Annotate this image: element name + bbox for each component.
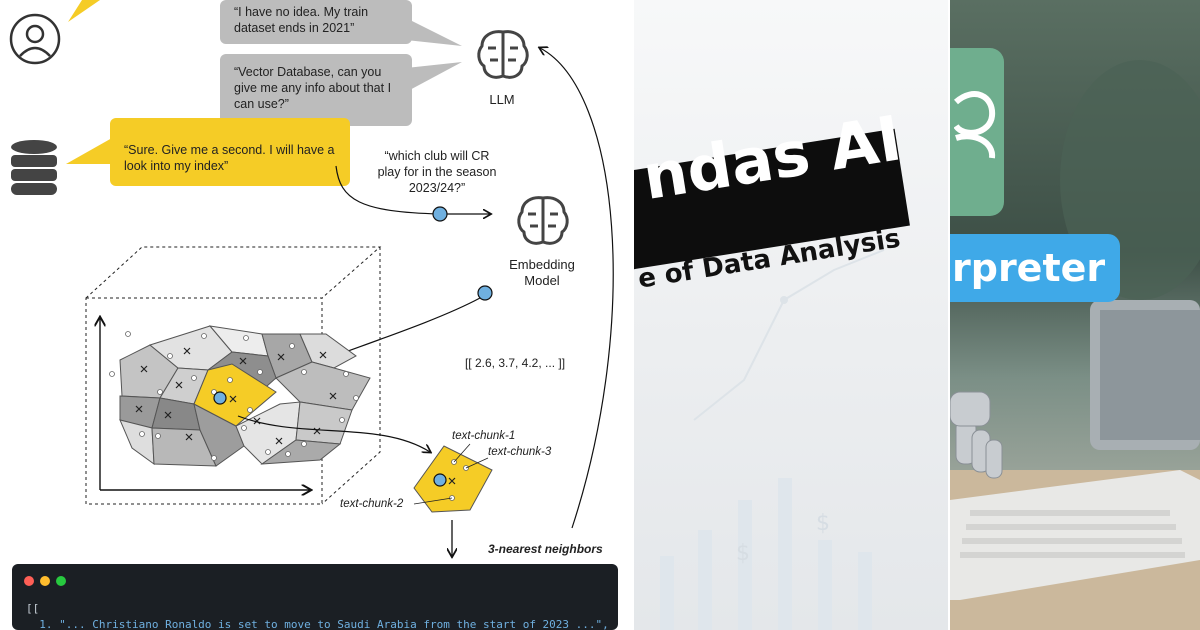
robot-desk-photo (950, 60, 1200, 630)
code-line: 1. "... Christiano Ronaldo is set to mov… (26, 618, 609, 630)
svg-text:$: $ (736, 541, 750, 566)
nearest-neighbors-label: 3-nearest neighbors (488, 542, 603, 556)
embedding-brain-icon (517, 196, 569, 245)
code-interpreter-title: rpreter (952, 246, 1106, 290)
pandas-ai-panel: $ $ ndas AI e of Data Analysis (634, 0, 950, 630)
database-response-bubble: “Sure. Give me a second. I will have a l… (110, 118, 350, 186)
code-output-window: [[ 1. "... Christiano Ronaldo is set to … (12, 564, 618, 630)
embedding-model-label: Embedding Model (509, 257, 575, 288)
rag-diagram-panel: “I have no idea. My train dataset ends i… (9, 0, 618, 630)
faded-chart-background: $ $ (660, 249, 885, 630)
llm-query-bubble: “Vector Database, can you give me any in… (220, 54, 412, 126)
user-icon (9, 13, 61, 65)
vector-text: [[ 2.6, 3.7, 4.2, ... ]] (464, 356, 566, 370)
code-line: [[ (26, 602, 40, 615)
svg-text:$: $ (816, 511, 830, 536)
chunk-3-label: text-chunk-3 (488, 446, 552, 458)
bubble-tail (66, 138, 112, 164)
code-interpreter-panel: rpreter (950, 0, 1200, 630)
bubble-tail (406, 62, 462, 92)
vector-space-diagram (85, 0, 614, 630)
query-text: “which club will CR play for in the seas… (377, 149, 497, 195)
chunk-1-label: text-chunk-1 (452, 430, 516, 442)
openai-knot-icon (954, 91, 996, 159)
llm-brain-icon (477, 30, 529, 79)
llm-label: LLM (489, 92, 515, 107)
speech-tail-decoration (68, 0, 100, 22)
maximize-dot-icon (56, 576, 66, 586)
database-icon (11, 140, 57, 195)
llm-response-bubble: “I have no idea. My train dataset ends i… (220, 0, 412, 44)
chunk-2-label: text-chunk-2 (340, 498, 404, 510)
close-dot-icon (24, 576, 34, 586)
minimize-dot-icon (40, 576, 50, 586)
title-pill (950, 234, 1120, 302)
bubble-tail (406, 18, 462, 46)
